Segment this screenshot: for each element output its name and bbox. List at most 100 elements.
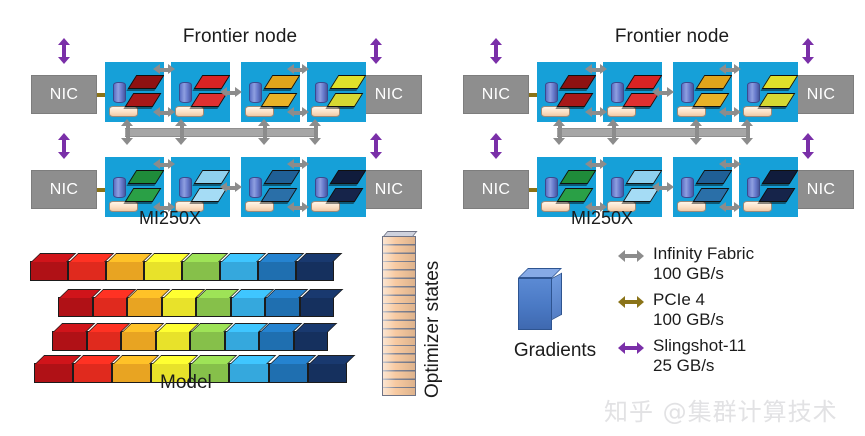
model-segment (155, 323, 199, 351)
nic-bottom-right[interactable]: NIC (788, 170, 854, 209)
compute-slab-icon (127, 170, 164, 184)
model-segment (34, 355, 82, 383)
gpu-die-8[interactable] (739, 157, 798, 217)
compute-slab-icon (124, 93, 162, 107)
gpu-die-4[interactable] (739, 62, 798, 122)
pcie-link-top-left (92, 93, 106, 97)
hbm-stack-icon (113, 82, 126, 103)
watermark: 知乎 @集群计算技术 (604, 398, 838, 426)
legend-link-name: Infinity Fabric (653, 244, 755, 263)
nic-top-left[interactable]: NIC (463, 75, 529, 114)
model-segment (112, 355, 160, 383)
frontier-node-right: Frontier node NIC NIC NIC NIC (432, 0, 865, 232)
infinity-fabric-arrow (719, 202, 741, 213)
model-segment (30, 253, 77, 281)
interconnect-bar-icon (175, 106, 204, 117)
infinity-fabric-vertical-arrow (258, 119, 271, 145)
model-segment (67, 253, 115, 281)
gradients-group: Gradients (490, 258, 620, 378)
model-segment (190, 323, 233, 351)
nic-label: NIC (374, 85, 404, 103)
nic-label: NIC (49, 85, 79, 103)
hbm-stack-icon (179, 177, 192, 198)
compute-slab-icon (559, 75, 596, 89)
slingshot-arrow-top-right (802, 38, 814, 64)
nic-label: NIC (806, 85, 836, 103)
nic-label: NIC (481, 85, 511, 103)
model-segment (230, 289, 274, 317)
die-gap (732, 157, 739, 217)
model-segment (181, 253, 229, 281)
compute-slab-icon (263, 170, 300, 184)
gpu-die-4[interactable] (307, 62, 366, 122)
hbm-stack-icon (113, 177, 126, 198)
model-segment-top (294, 323, 337, 332)
interconnect-bar-icon (311, 106, 340, 117)
model-segment (121, 323, 164, 351)
compute-slab-icon (556, 93, 594, 107)
infinity-fabric-arrow (652, 182, 674, 193)
hbm-stack-icon (681, 82, 694, 103)
slingshot-arrow-top-right (370, 38, 382, 64)
die-gap (300, 157, 307, 217)
slingshot-arrow-bottom-left (58, 133, 70, 159)
cube-front-face (518, 278, 552, 330)
model-segment (105, 253, 153, 281)
optimizer-states-label: Optimizer states (422, 260, 443, 398)
die-gap (596, 157, 603, 217)
pcie-link-top-left (524, 93, 538, 97)
hbm-stack-icon (315, 177, 328, 198)
compute-slab-icon (559, 170, 596, 184)
model-segment-top (308, 355, 356, 364)
slingshot-11-arrow-icon (618, 342, 644, 354)
optimizer-states-column (382, 231, 418, 396)
legend-link-name: PCIe 4 (653, 290, 705, 309)
infinity-fabric-vertical-arrow (121, 119, 134, 145)
infinity-fabric-arrow (585, 64, 607, 75)
slingshot-arrow-top-left (58, 38, 70, 64)
nic-bottom-left[interactable]: NIC (31, 170, 97, 209)
model-group: Model (0, 230, 380, 410)
infinity-fabric-arrow (585, 202, 607, 213)
model-layer-bar (58, 288, 343, 318)
hbm-stack-icon (545, 177, 558, 198)
die-gap (164, 157, 171, 217)
compute-slab-icon (263, 75, 300, 89)
model-segment (151, 355, 199, 383)
model-segment (257, 253, 304, 281)
hbm-stack-icon (611, 82, 624, 103)
model-segment (224, 323, 268, 351)
legend-link-name: Slingshot-11 (653, 336, 747, 355)
interconnect-bar-icon (175, 201, 204, 212)
model-segment (127, 289, 170, 317)
legend-link-bandwidth: 25 GB/s (653, 356, 715, 375)
interconnect-bar-icon (245, 201, 274, 212)
infinity-fabric-arrow (287, 202, 309, 213)
nic-label: NIC (49, 180, 79, 198)
gpu-die-8[interactable] (307, 157, 366, 217)
nic-label: NIC (806, 180, 836, 198)
nic-bottom-right[interactable]: NIC (356, 170, 422, 209)
gpu-row-top-left-node (105, 62, 366, 122)
gradients-caption: Gradients (513, 340, 597, 361)
chip-label-right: MI250X (570, 208, 634, 228)
nic-top-right[interactable]: NIC (788, 75, 854, 114)
infinity-fabric-arrow (220, 182, 242, 193)
model-segment (161, 289, 205, 317)
infinity-fabric-vertical-arrow (309, 119, 322, 145)
model-segment (219, 253, 266, 281)
model-layer-bar (30, 252, 342, 282)
nic-bottom-left[interactable]: NIC (463, 170, 529, 209)
infinity-fabric-vertical-arrow (175, 119, 188, 145)
compute-slab-icon (260, 93, 298, 107)
compute-slab-icon (329, 170, 366, 184)
nic-top-left[interactable]: NIC (31, 75, 97, 114)
nic-label: NIC (374, 180, 404, 198)
compute-slab-icon (761, 170, 798, 184)
die-gap (732, 62, 739, 122)
infinity-fabric-arrow (719, 64, 741, 75)
compute-slab-icon (758, 188, 796, 202)
